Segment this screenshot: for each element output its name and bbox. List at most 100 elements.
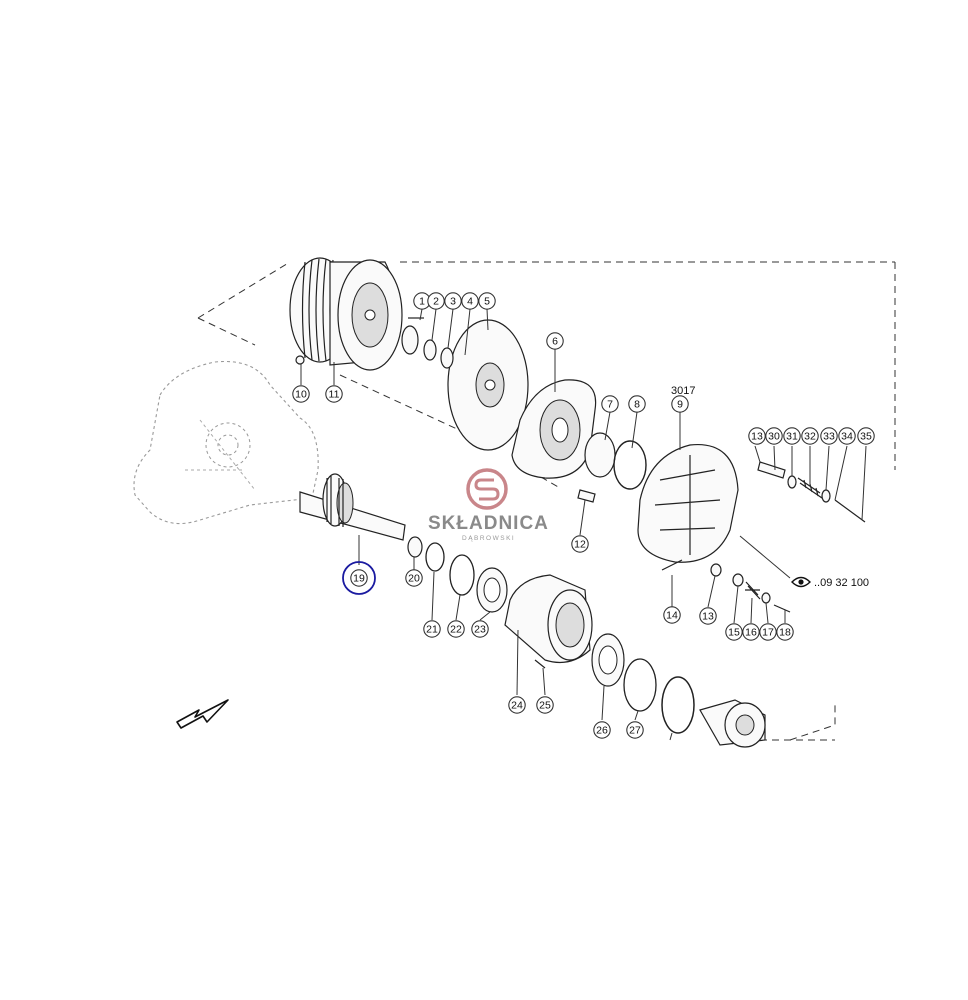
rings-2-4 — [401, 325, 454, 369]
callout-circle — [626, 721, 644, 739]
callout-27: 27 — [626, 721, 644, 739]
callout-circle — [783, 427, 801, 445]
callout-number: 26 — [596, 725, 608, 737]
callout-number: 14 — [666, 610, 678, 622]
flange — [699, 699, 766, 748]
callout-number: 7 — [607, 399, 613, 411]
callout-34: 34 — [838, 427, 856, 445]
callout-circle — [593, 721, 611, 739]
callout-number: 23 — [474, 624, 486, 636]
callout-24: 24 — [508, 696, 526, 714]
callout-circle — [325, 385, 343, 403]
callout-number: 19 — [353, 573, 365, 585]
rings-20-23 — [407, 536, 508, 613]
callout-leaders — [300, 308, 867, 741]
callout-23: 23 — [471, 620, 489, 638]
callout-circle — [478, 292, 496, 310]
callout-18: 18 — [776, 623, 794, 641]
callout-35: 35 — [857, 427, 875, 445]
ghost-housing — [133, 360, 319, 525]
callout-number: 10 — [295, 389, 307, 401]
callout-number: 22 — [450, 624, 462, 636]
callout-circle — [423, 620, 441, 638]
callout-14: 14 — [663, 606, 681, 624]
watermark-sub: DĄBROWSKI — [462, 535, 515, 542]
watermark-brand: SKŁADNICA — [428, 513, 549, 534]
cross-reference: ..09 32 100 — [791, 576, 869, 589]
callout-circle — [742, 623, 760, 641]
callout-circle — [508, 696, 526, 714]
callout-3: 3 — [444, 292, 462, 310]
callout-number: 3 — [450, 296, 456, 308]
callout-number: 17 — [762, 627, 774, 639]
callout-number: 2 — [433, 296, 439, 308]
callout-number: 8 — [634, 399, 640, 411]
callout-32: 32 — [801, 427, 819, 445]
callout-circle — [546, 332, 564, 350]
friction-disc — [447, 319, 529, 451]
callout-number: 27 — [629, 725, 641, 737]
callout-circle — [663, 606, 681, 624]
cover-housing — [637, 443, 739, 563]
callout-circle — [765, 427, 783, 445]
pressure-plate — [511, 379, 597, 479]
callout-number: 24 — [511, 700, 523, 712]
callout-circle — [292, 385, 310, 403]
callout-10: 10 — [292, 385, 310, 403]
small-parts-right — [295, 317, 866, 669]
callout-number: 16 — [745, 627, 757, 639]
callout-circle — [405, 569, 423, 587]
callout-number: 4 — [467, 296, 473, 308]
callout-19: 19 — [350, 569, 368, 587]
callout-15: 15 — [725, 623, 743, 641]
callout-number: 12 — [574, 539, 586, 551]
callout-number: 18 — [779, 627, 791, 639]
callout-number: 15 — [728, 627, 740, 639]
callout-4: 4 — [461, 292, 479, 310]
rings-7-8 — [584, 432, 647, 490]
callout-number: 9 — [677, 399, 683, 411]
callout-number: 1 — [419, 296, 425, 308]
callout-17: 17 — [759, 623, 777, 641]
callout-31: 31 — [783, 427, 801, 445]
callout-8: 8 — [628, 395, 646, 413]
eye-icon — [791, 576, 811, 588]
callout-12: 12 — [571, 535, 589, 553]
callout-2: 2 — [427, 292, 445, 310]
callout-number: 6 — [552, 336, 558, 348]
rings-26-28 — [591, 633, 695, 734]
callout-circle — [427, 292, 445, 310]
callout-number: 20 — [408, 573, 420, 585]
callout-circle — [699, 607, 717, 625]
callout-circle — [601, 395, 619, 413]
callout-16: 16 — [742, 623, 760, 641]
callout-number: 31 — [786, 431, 798, 443]
hub — [504, 574, 593, 663]
callout-circle — [820, 427, 838, 445]
callout-circle — [536, 696, 554, 714]
callout-number: 33 — [823, 431, 835, 443]
assembly-ref-label: 3017 — [671, 385, 695, 397]
callout-number: 11 — [329, 389, 340, 401]
callout-circle — [471, 620, 489, 638]
main-shaft — [299, 473, 406, 541]
callout-circle — [776, 623, 794, 641]
callout-circle — [759, 623, 777, 641]
callout-25: 25 — [536, 696, 554, 714]
callout-21: 21 — [423, 620, 441, 638]
callout-5: 5 — [478, 292, 496, 310]
callout-circle — [671, 395, 689, 413]
callout-circle — [628, 395, 646, 413]
callout-13: 13 — [748, 427, 766, 445]
callout-number: 34 — [841, 431, 853, 443]
highlight-circle-part-19 — [342, 561, 376, 595]
callout-13: 13 — [699, 607, 717, 625]
callout-circle — [838, 427, 856, 445]
callout-30: 30 — [765, 427, 783, 445]
callout-circle — [461, 292, 479, 310]
logo-icon — [466, 468, 508, 510]
grooved-pulley — [289, 257, 403, 371]
cross-reference-text: ..09 32 100 — [814, 577, 869, 589]
